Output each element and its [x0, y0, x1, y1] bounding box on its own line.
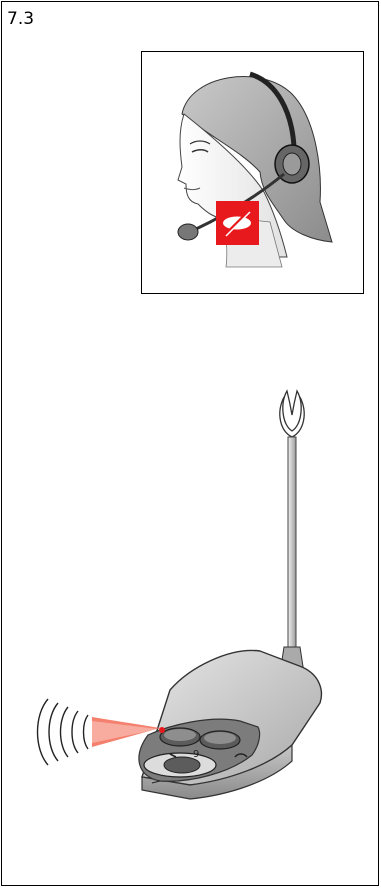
svg-text:9: 9 [193, 749, 199, 760]
indicator-light [159, 727, 165, 733]
headset-illustration-panel [141, 51, 364, 294]
mute-microphone-icon [216, 201, 259, 245]
section-number: 7.3 [7, 9, 34, 29]
base-unit-illustration: 9 [30, 385, 360, 825]
base-unit-svg: 9 [30, 385, 360, 825]
headset-illustration [142, 52, 365, 295]
signal-waves-icon [38, 699, 89, 765]
